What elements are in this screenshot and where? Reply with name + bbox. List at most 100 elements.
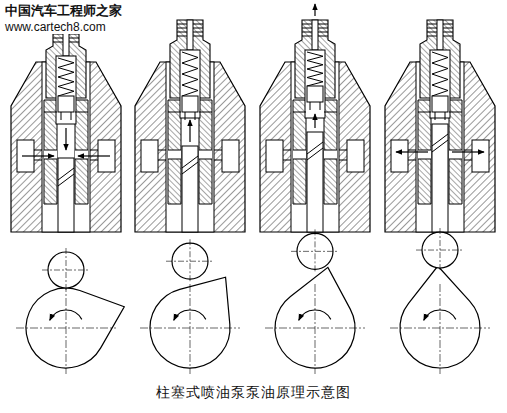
outline	[214, 150, 222, 151]
fuel-gallery	[222, 140, 239, 172]
rotation-arrow	[50, 310, 82, 320]
outline	[449, 150, 462, 151]
spring-chamber	[305, 50, 325, 118]
delivery-valve	[432, 96, 448, 112]
outline	[408, 160, 416, 161]
outline	[90, 160, 98, 161]
thread	[318, 32, 328, 33]
helix-groove	[307, 142, 323, 154]
plunger-barrel	[199, 100, 212, 204]
pump-section	[260, 4, 370, 374]
outline	[75, 159, 88, 160]
pump-housing	[260, 62, 370, 232]
outline	[214, 160, 222, 161]
outline	[445, 112, 446, 120]
thread	[443, 32, 453, 33]
outline	[158, 160, 166, 161]
thread	[53, 38, 63, 39]
plunger	[182, 146, 198, 232]
outlet-passage	[312, 20, 318, 50]
rotation-arrow	[174, 310, 206, 320]
delivery-valve	[182, 96, 198, 112]
outline	[75, 150, 88, 151]
plunger	[307, 132, 323, 232]
center-line	[66, 248, 67, 290]
flow-arrow	[396, 151, 428, 152]
thread	[302, 24, 312, 25]
outline	[449, 159, 462, 160]
plunger	[432, 124, 448, 232]
valve-spring	[182, 52, 198, 96]
helix-groove	[307, 148, 323, 160]
thread	[318, 28, 328, 29]
flow-arrow	[189, 120, 190, 142]
thread	[177, 32, 187, 33]
thread	[427, 36, 437, 37]
thread	[193, 28, 203, 29]
outline	[283, 150, 291, 151]
outline	[44, 150, 57, 151]
barrel-port	[75, 150, 88, 159]
outline	[293, 112, 306, 113]
cam	[265, 229, 365, 374]
outline	[408, 150, 416, 151]
outline	[310, 102, 311, 110]
barrel-port	[418, 150, 431, 159]
plunger	[58, 158, 74, 232]
thread	[318, 36, 328, 37]
outline	[418, 112, 431, 113]
outline	[464, 160, 472, 161]
valve-spring	[432, 52, 448, 96]
thread	[443, 28, 453, 29]
outline	[324, 150, 337, 151]
flow-arrow	[314, 114, 315, 128]
fuel-gallery	[141, 140, 158, 172]
valve-spring	[58, 58, 74, 96]
outline	[195, 112, 196, 120]
outline	[168, 112, 181, 113]
thread	[427, 32, 437, 33]
outline	[320, 102, 321, 110]
center-line	[440, 228, 441, 270]
thread	[443, 24, 453, 25]
delivery-valve	[307, 86, 323, 102]
center-line	[190, 239, 191, 281]
outline	[283, 160, 291, 161]
outline	[44, 112, 57, 113]
outline	[418, 150, 431, 151]
watermark: www.cartech8.com	[4, 20, 107, 34]
thread	[302, 28, 312, 29]
spring-chamber	[56, 56, 76, 124]
outline	[75, 112, 88, 113]
outlet-passage	[187, 20, 193, 50]
thread	[193, 36, 203, 37]
plunger-barrel	[168, 100, 181, 204]
plunger-barrel	[293, 100, 306, 204]
outline	[339, 160, 347, 161]
thread	[53, 42, 63, 43]
center-line	[315, 284, 316, 374]
helix-groove	[432, 134, 448, 146]
thread	[177, 24, 187, 25]
outline	[339, 150, 347, 151]
delivery-valve	[58, 96, 74, 112]
center-line	[190, 284, 191, 374]
outline	[71, 112, 72, 120]
outline	[449, 112, 462, 113]
outline	[199, 150, 212, 151]
thread	[193, 32, 203, 33]
thread	[177, 36, 187, 37]
thread	[318, 24, 328, 25]
thread	[69, 42, 79, 43]
thread	[443, 36, 453, 37]
plunger-barrel	[75, 100, 88, 204]
valve-spring	[307, 52, 323, 86]
helix-groove	[182, 162, 198, 174]
flow-arrow	[22, 155, 54, 156]
helix-groove	[58, 168, 74, 180]
flow-arrow	[65, 128, 66, 150]
pump-section	[135, 20, 245, 374]
outline	[199, 112, 212, 113]
